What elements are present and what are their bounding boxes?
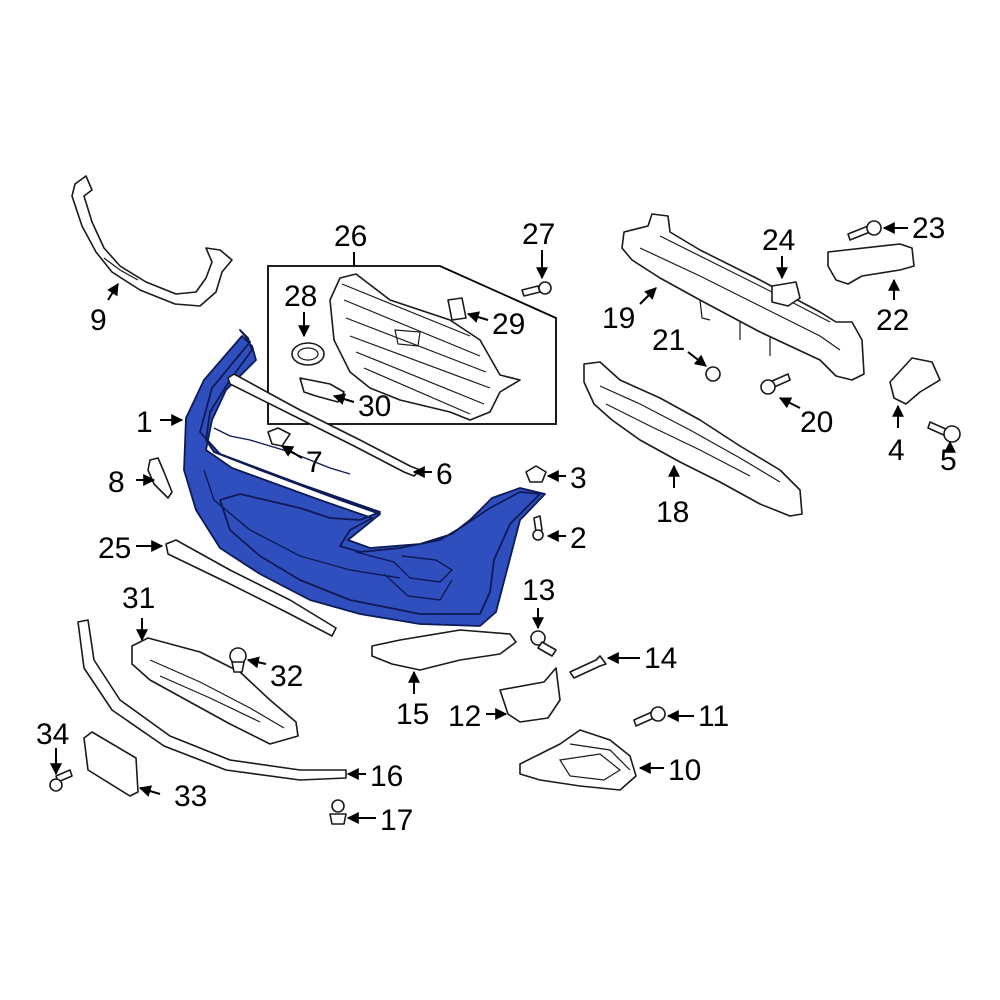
- part-12-bracket[interactable]: [499, 667, 561, 723]
- part-2-screw[interactable]: [532, 515, 544, 541]
- part-14-pin[interactable]: [569, 655, 607, 679]
- part-21-nut[interactable]: [705, 366, 721, 382]
- part-32-clip[interactable]: [229, 647, 247, 673]
- callout-9: 9: [90, 304, 107, 337]
- part-3-nut[interactable]: [525, 465, 547, 483]
- part-15-bracket[interactable]: [371, 629, 517, 671]
- callout-21: 21: [652, 324, 685, 357]
- callout-2: 2: [570, 522, 587, 555]
- part-31-deflector[interactable]: [131, 637, 299, 745]
- leader-lines: [50, 222, 956, 824]
- part-28-emblem: [291, 342, 325, 366]
- part-33-license-bracket[interactable]: [83, 731, 139, 797]
- callout-22: 22: [876, 304, 909, 337]
- callout-31: 31: [122, 582, 155, 615]
- callout-20: 20: [800, 406, 833, 439]
- part-20-bolt[interactable]: [760, 373, 791, 395]
- callout-11: 11: [698, 700, 729, 733]
- callout-33: 33: [174, 780, 207, 813]
- callout-28: 28: [284, 280, 317, 313]
- callout-5: 5: [940, 444, 957, 477]
- part-30-bracket: [299, 377, 345, 403]
- part-22-bracket[interactable]: [827, 243, 915, 285]
- callout-26: 26: [334, 220, 367, 253]
- callout-18: 18: [656, 496, 689, 529]
- part-1-bumper-cover[interactable]: [183, 329, 546, 627]
- callout-14: 14: [644, 642, 677, 675]
- callout-labels: 1 2 3 4 5 6 7 8 9 10 11 12 13 14 15 16 1…: [36, 212, 957, 837]
- part-10-bezel[interactable]: [519, 729, 637, 791]
- callout-10: 10: [668, 754, 701, 787]
- callout-32: 32: [270, 660, 303, 693]
- callout-25: 25: [98, 532, 131, 565]
- callout-34: 34: [36, 718, 69, 751]
- part-9-trim-strip[interactable]: [71, 175, 233, 307]
- callout-16: 16: [370, 760, 403, 793]
- callout-15: 15: [396, 698, 429, 731]
- part-34-screw[interactable]: [49, 769, 73, 792]
- part-7-clip[interactable]: [267, 427, 291, 447]
- callout-1: 1: [136, 406, 153, 439]
- part-5-bolt[interactable]: [927, 421, 961, 443]
- part-17-clip[interactable]: [329, 799, 347, 825]
- part-11-bolt[interactable]: [633, 706, 666, 727]
- part-29-clip: [447, 297, 467, 321]
- part-18-absorber[interactable]: [583, 361, 803, 517]
- part-23-bolt[interactable]: [847, 220, 882, 241]
- callout-7: 7: [306, 446, 323, 479]
- callout-19: 19: [602, 302, 635, 335]
- callout-23: 23: [912, 212, 945, 245]
- part-24-clip[interactable]: [771, 281, 801, 307]
- callout-27: 27: [522, 218, 555, 251]
- callout-13: 13: [522, 574, 555, 607]
- part-26-grille-group[interactable]: [267, 265, 557, 425]
- part-25-lower-strip[interactable]: [165, 539, 337, 637]
- callout-29: 29: [492, 308, 525, 341]
- part-4-bracket[interactable]: [889, 357, 941, 405]
- callout-4: 4: [888, 434, 905, 467]
- callout-17: 17: [380, 804, 413, 837]
- callout-8: 8: [108, 466, 125, 499]
- callout-6: 6: [436, 458, 453, 491]
- part-13-bolt[interactable]: [530, 630, 557, 657]
- callout-12: 12: [448, 700, 481, 733]
- callout-3: 3: [570, 462, 587, 495]
- callout-24: 24: [762, 224, 795, 257]
- part-27-bolt[interactable]: [521, 281, 552, 297]
- part-8-bracket[interactable]: [147, 457, 173, 499]
- callout-30: 30: [358, 390, 391, 423]
- part-19-reinforcement[interactable]: [621, 213, 865, 381]
- part-16-spoiler[interactable]: [77, 619, 347, 781]
